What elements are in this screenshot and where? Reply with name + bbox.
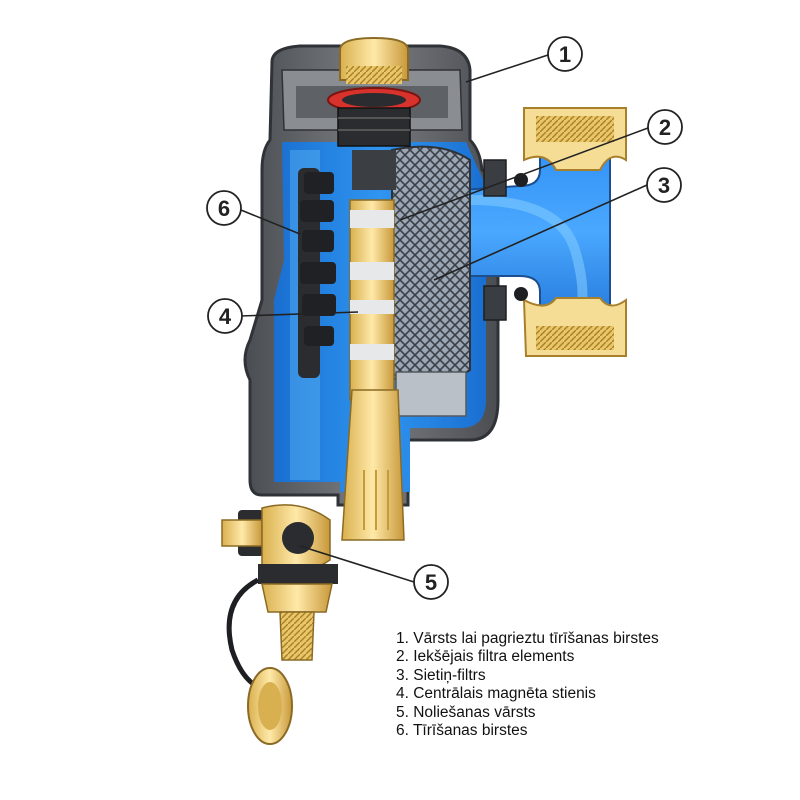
callout-number: 5 xyxy=(425,570,437,595)
callout-number: 3 xyxy=(658,173,670,198)
leader-lines xyxy=(235,54,649,583)
callout-number: 4 xyxy=(219,304,232,329)
parts-legend: 1. Vārsts lai pagrieztu tīrīšanas birste… xyxy=(396,630,786,740)
callout-number: 2 xyxy=(659,115,671,140)
central-magnet-rod xyxy=(341,150,405,541)
legend-item: 4. Centrālais magnēta stienis xyxy=(396,685,596,703)
leader-line-2 xyxy=(399,127,649,221)
legend-item: 3. Sietiņ-filtrs xyxy=(396,666,486,684)
top-valve xyxy=(327,36,421,147)
drain-valve xyxy=(221,504,338,745)
callout-1: 1 xyxy=(547,36,583,72)
legend-item: 6. Tīrīšanas birstes xyxy=(396,722,528,740)
legend-item: 2. Iekšējais filtra elements xyxy=(396,648,575,666)
leader-line-5 xyxy=(299,545,415,583)
leader-line-6 xyxy=(235,207,301,235)
mesh-filter xyxy=(391,145,471,417)
leader-line-1 xyxy=(465,54,549,83)
callout-6: 6 xyxy=(206,190,242,226)
legend-item: 1. Vārsts lai pagrieztu tīrīšanas birste… xyxy=(396,630,659,647)
callout-4: 4 xyxy=(207,298,243,334)
leader-line-3 xyxy=(433,184,648,281)
callout-number: 1 xyxy=(559,42,571,67)
callout-2: 2 xyxy=(647,109,683,145)
callout-3: 3 xyxy=(646,167,682,203)
leader-line-4 xyxy=(239,311,359,317)
callout-number: 6 xyxy=(218,196,230,221)
cleaning-brushes xyxy=(298,168,336,378)
legend-item: 5. Noliešanas vārsts xyxy=(396,703,536,721)
callout-5: 5 xyxy=(413,564,449,600)
outlet-pipe xyxy=(458,107,627,357)
